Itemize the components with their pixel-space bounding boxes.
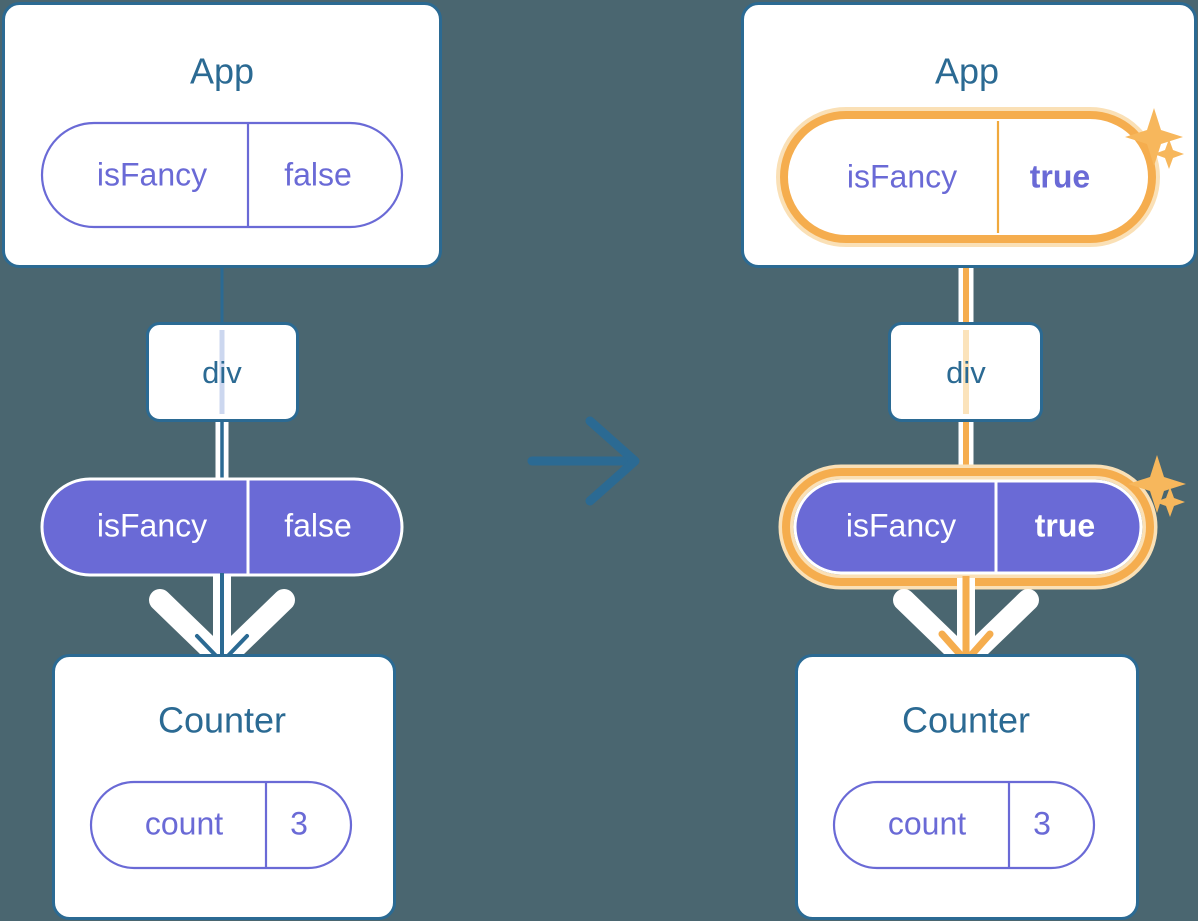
app-state-pill-left-key: isFancy	[97, 156, 207, 192]
panel-before: App isFancy false div isFancy false Coun…	[2, 2, 442, 920]
flow-arrow-right	[893, 576, 1039, 671]
props-pill-right-value: true	[1035, 507, 1095, 543]
app-state-pill-left-value: false	[284, 156, 352, 192]
transition-arrow	[527, 416, 640, 506]
panel-after: App isFancy true div isFancy true	[741, 2, 1197, 920]
flow-arrow-left	[149, 573, 295, 671]
div-card-left-title: div	[202, 355, 242, 390]
sparkle-large-icon-2	[1128, 455, 1186, 513]
counter-state-pill-right-key: count	[888, 805, 966, 841]
counter-state-pill-right	[832, 780, 1096, 870]
app-state-pill-right-value: true	[1030, 158, 1090, 194]
counter-state-pill-left-value: 3	[290, 805, 308, 841]
props-pill-right	[793, 479, 1143, 575]
sparkle-small-icon-2	[1155, 487, 1185, 517]
counter-state-pill-right-value: 3	[1033, 805, 1051, 841]
props-pill-right-key: isFancy	[846, 507, 956, 543]
app-state-pill-right-key: isFancy	[847, 158, 957, 194]
counter-state-pill-left	[89, 780, 353, 870]
counter-state-pill-left-key: count	[145, 805, 223, 841]
sparkle-large-icon	[1125, 108, 1183, 166]
counter-card-left-title: Counter	[158, 700, 286, 741]
sparkle-icon-props-right	[1128, 455, 1186, 517]
app-state-pill-left	[40, 121, 404, 229]
sparkle-small-icon	[1154, 139, 1184, 169]
props-pill-left-key: isFancy	[97, 507, 207, 543]
arrow-right-icon-head	[585, 416, 640, 506]
props-pill-left-value: false	[284, 507, 352, 543]
counter-card-right-title: Counter	[902, 700, 1030, 741]
app-card-left-title: App	[190, 51, 254, 92]
div-card-right-title: div	[946, 355, 986, 390]
app-card-right-title: App	[935, 51, 999, 92]
sparkle-icon-app-right	[1125, 108, 1184, 169]
app-state-pill-right-ring	[780, 111, 1156, 243]
